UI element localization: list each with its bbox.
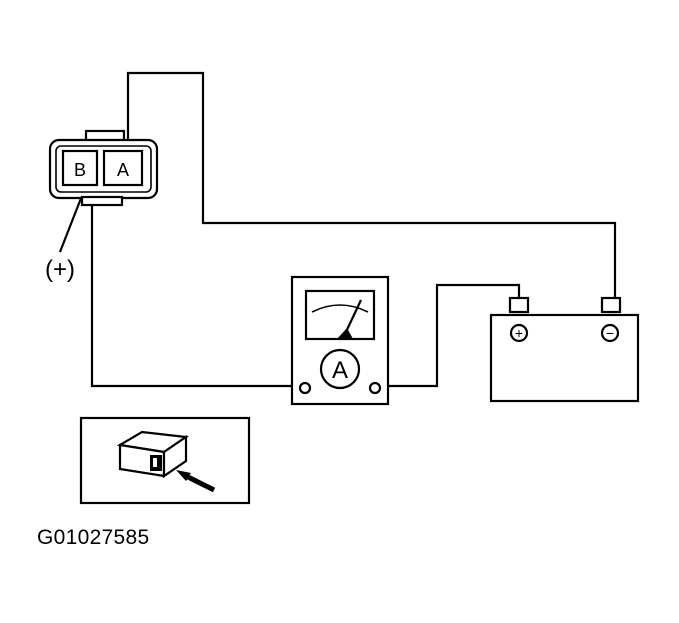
- wire-terminal-a-to-battery-negative: [126, 71, 617, 300]
- ammeter-needle: [344, 299, 362, 335]
- connector-bottom-tab: [80, 195, 124, 207]
- ammeter-symbol: A: [332, 357, 348, 384]
- battery-positive-post: [508, 296, 530, 314]
- inset-connector-side: [162, 434, 188, 479]
- ammeter-needle-pivot: [337, 328, 353, 339]
- battery-negative-post: [600, 296, 622, 314]
- terminal-a-label: A: [117, 160, 129, 180]
- battery-positive-terminal-mark: [509, 323, 529, 343]
- terminal-b-cell: [61, 149, 99, 187]
- figure-id-caption: G01027585: [37, 526, 150, 549]
- terminal-b-label: B: [74, 160, 86, 180]
- inset-connector-socket-slot: [153, 458, 157, 467]
- wire-ammeter-to-battery-positive: [388, 283, 521, 388]
- probe-polarity-label: (+): [45, 256, 75, 283]
- location-arrow-shaft: [184, 473, 216, 493]
- battery-positive-symbol: +: [515, 325, 523, 341]
- location-inset: [79, 416, 251, 505]
- battery-negative-terminal-mark: [600, 323, 620, 343]
- battery: + −: [489, 296, 640, 403]
- connector-inner-frame: [55, 145, 152, 193]
- connector: B A: [48, 129, 159, 207]
- terminal-a-cell: [102, 149, 144, 187]
- wire-connector-to-ammeter: [90, 202, 292, 388]
- battery-negative-symbol: −: [606, 325, 614, 341]
- ammeter-symbol-circle: [319, 348, 361, 390]
- ammeter-right-jack: [368, 381, 382, 395]
- ammeter: A: [290, 275, 390, 406]
- ammeter-scale-arc: [311, 304, 369, 313]
- ammeter-left-jack: [298, 381, 312, 395]
- ammeter-dial-window: [304, 289, 376, 341]
